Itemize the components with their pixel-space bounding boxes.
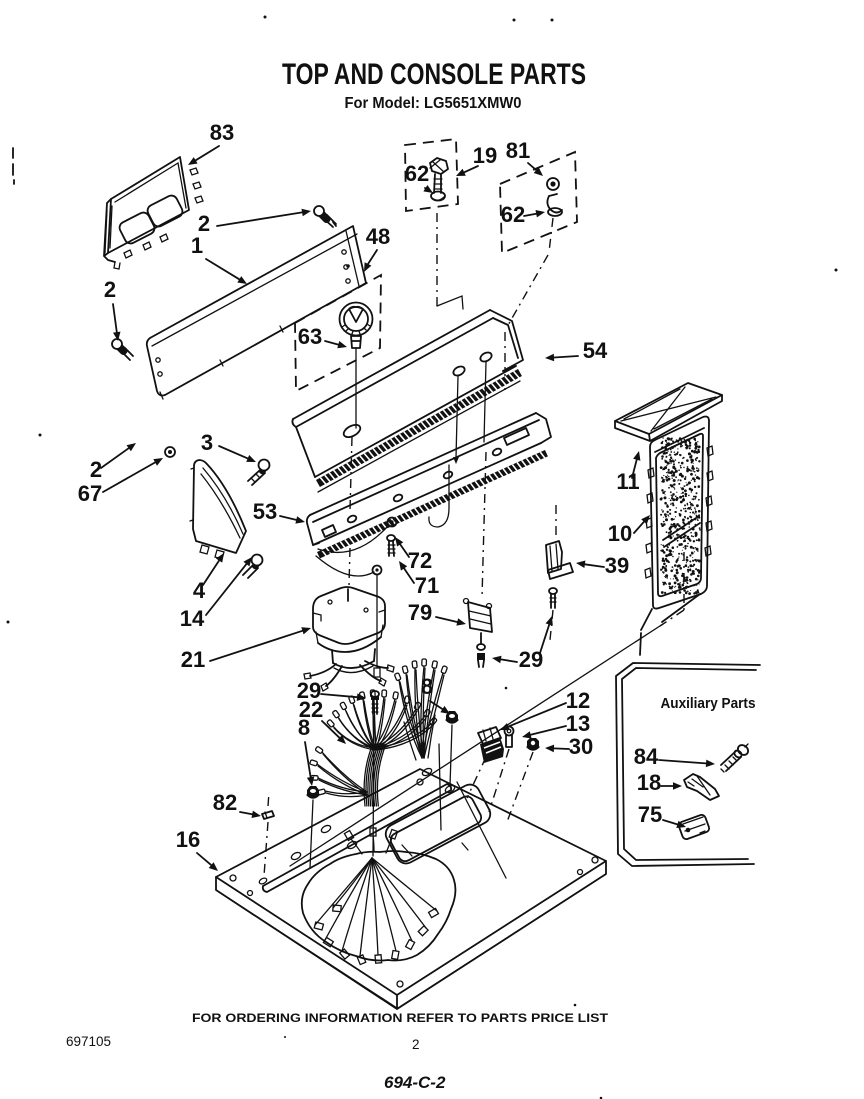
svg-text:82: 82	[213, 790, 237, 815]
svg-text:12: 12	[566, 688, 590, 713]
svg-text:63: 63	[298, 324, 322, 349]
svg-text:53: 53	[253, 499, 277, 524]
svg-text:For Model: LG5651XMW0: For Model: LG5651XMW0	[345, 95, 522, 112]
svg-text:TOP AND CONSOLE PARTS: TOP AND CONSOLE PARTS	[282, 58, 586, 91]
svg-text:83: 83	[210, 120, 234, 145]
svg-text:13: 13	[566, 711, 590, 736]
svg-text:18: 18	[637, 770, 661, 795]
svg-text:2: 2	[198, 211, 210, 236]
svg-text:72: 72	[408, 548, 432, 573]
svg-text:694-C-2: 694-C-2	[384, 1073, 446, 1092]
svg-text:62: 62	[405, 161, 429, 186]
svg-text:8: 8	[298, 715, 310, 740]
svg-text:29: 29	[297, 678, 321, 703]
svg-text:62: 62	[501, 202, 525, 227]
svg-text:10: 10	[608, 521, 632, 546]
svg-text:30: 30	[569, 734, 593, 759]
svg-text:3: 3	[201, 430, 213, 455]
svg-text:75: 75	[638, 802, 662, 827]
svg-text:22: 22	[299, 697, 323, 722]
svg-text:29: 29	[519, 647, 543, 672]
svg-text:2: 2	[412, 1037, 420, 1052]
svg-text:11: 11	[616, 469, 639, 494]
svg-text:39: 39	[605, 553, 629, 578]
svg-text:71: 71	[415, 573, 439, 598]
svg-text:54: 54	[583, 338, 608, 363]
svg-text:Auxiliary Parts: Auxiliary Parts	[661, 695, 756, 712]
svg-text:FOR ORDERING INFORMATION REFER: FOR ORDERING INFORMATION REFER TO PARTS …	[192, 1011, 609, 1025]
svg-text:79: 79	[408, 600, 432, 625]
svg-text:84: 84	[634, 744, 659, 769]
svg-text:2: 2	[104, 277, 116, 302]
svg-text:2: 2	[90, 457, 102, 482]
svg-text:48: 48	[366, 224, 390, 249]
svg-text:4: 4	[193, 578, 206, 603]
svg-text:14: 14	[180, 606, 205, 631]
svg-text:81: 81	[506, 138, 530, 163]
svg-text:16: 16	[176, 827, 200, 852]
svg-text:1: 1	[191, 233, 203, 258]
svg-text:21: 21	[181, 647, 205, 672]
svg-text:67: 67	[78, 481, 102, 506]
svg-text:697105: 697105	[66, 1034, 111, 1049]
svg-text:19: 19	[473, 143, 497, 168]
